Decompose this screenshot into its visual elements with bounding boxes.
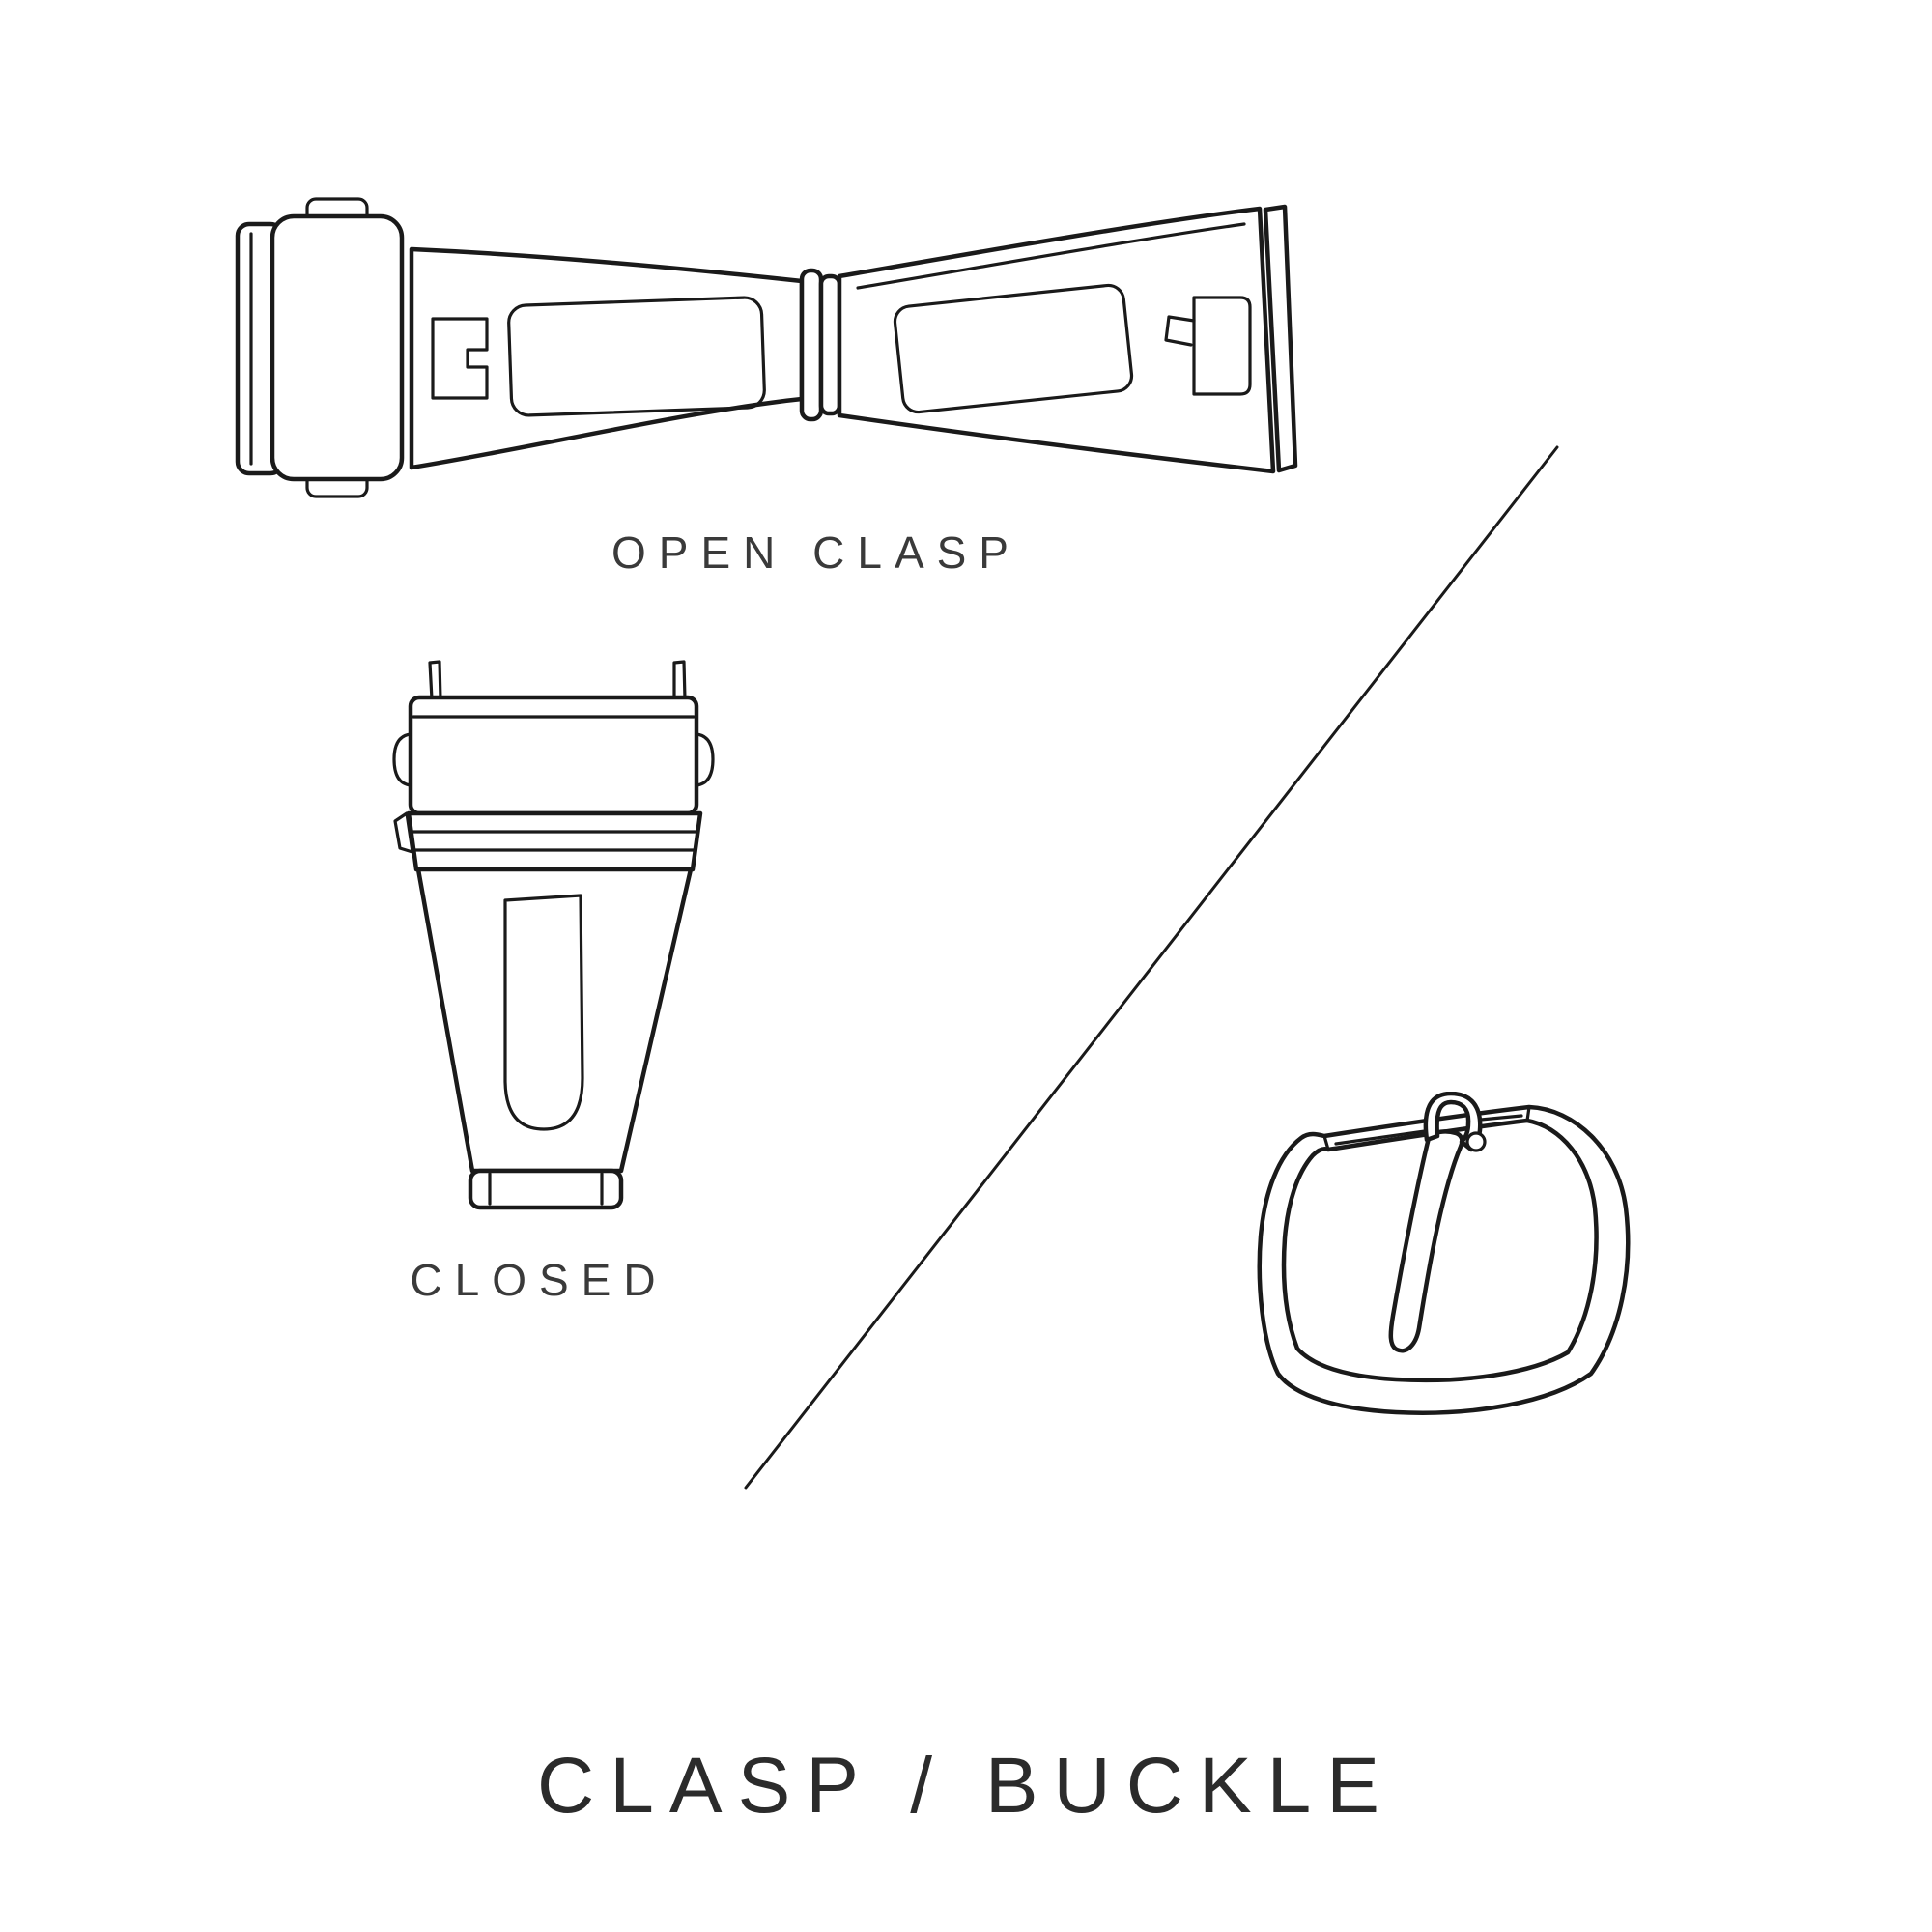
buckle-tang: [1388, 1129, 1464, 1353]
closed-clasp: [392, 660, 715, 1210]
buckle-tang-ring: [1465, 1131, 1487, 1152]
closed-clasp-illustration: [392, 660, 715, 1210]
diagonal-divider-line: [744, 445, 1559, 1490]
pin-buckle-illustration: [1257, 1092, 1631, 1415]
pin-buckle: [1257, 1092, 1631, 1415]
open-clasp-end-block: [235, 197, 405, 498]
open-clasp-label: OPEN CLASP: [611, 527, 1021, 578]
buckle-tang-loop: [1423, 1092, 1483, 1152]
page-title: CLASP / BUCKLE: [537, 1742, 1395, 1830]
open-clasp-hinge: [799, 268, 842, 422]
open-clasp-right-arm: [837, 204, 1298, 474]
open-clasp-illustration: [235, 197, 1298, 498]
closed-clasp-label: CLOSED: [410, 1255, 668, 1305]
